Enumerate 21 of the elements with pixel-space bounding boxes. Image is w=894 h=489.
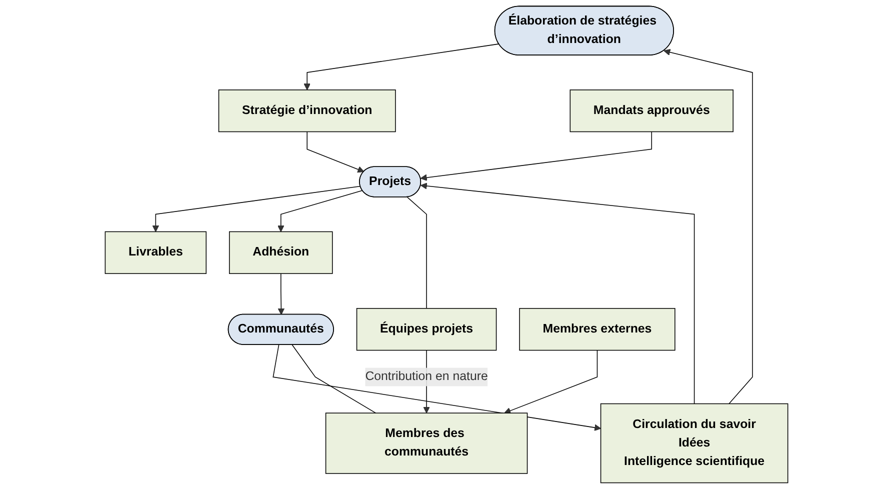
arrow — [304, 44, 500, 90]
node-box: Membres externes — [520, 308, 676, 351]
arrow — [307, 131, 365, 173]
edge-label: Contribution en nature — [366, 370, 488, 384]
arrow — [420, 182, 696, 404]
connector — [407, 196, 428, 309]
arrow — [278, 190, 364, 232]
arrow — [152, 186, 362, 232]
node-box: Mandats approuvés — [570, 90, 734, 132]
node-box: Adhésion — [230, 231, 334, 274]
arrow — [420, 131, 652, 181]
node-box: Membres des communautés — [326, 412, 528, 474]
arrow — [273, 344, 602, 431]
node-box: Stratégie d’innovation — [218, 90, 396, 132]
node-box: Circulation du savoir Idées Intelligence scientifique — [600, 403, 789, 484]
arrow — [664, 48, 754, 404]
arrow — [504, 350, 598, 414]
node-box: Livrables — [105, 231, 208, 274]
arrow — [278, 273, 286, 315]
connector — [292, 344, 377, 414]
node-box: Équipes projets — [356, 308, 498, 351]
